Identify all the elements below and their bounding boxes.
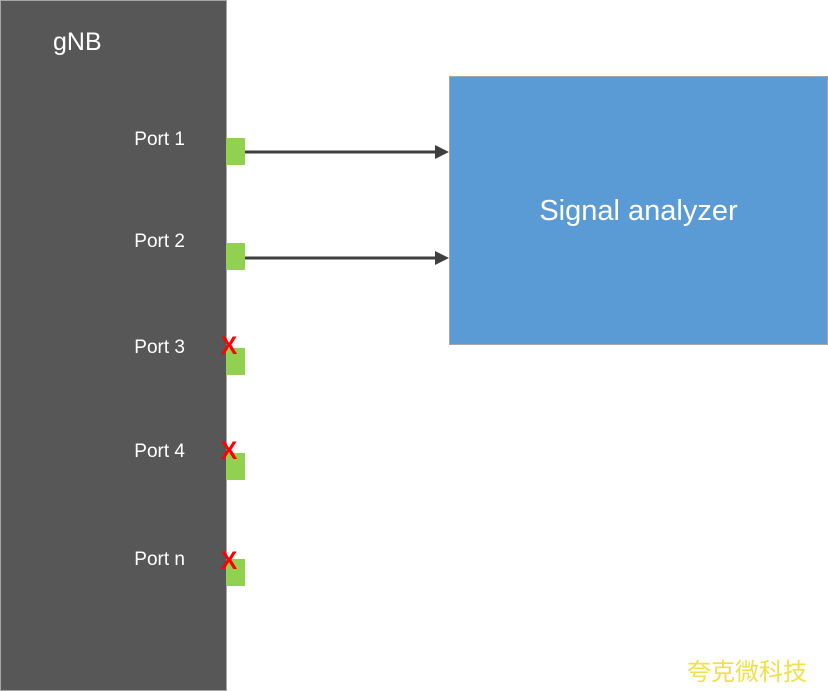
- port-1-connector: [226, 138, 245, 165]
- port-4-label: Port 4: [134, 441, 185, 462]
- watermark-text: 夸克微科技: [687, 659, 807, 686]
- port-3-label: Port 3: [134, 337, 185, 358]
- gnb-title: gNB: [53, 28, 102, 56]
- arrow-port1-to-analyzer: [245, 145, 449, 159]
- arrow-port2-to-analyzer: [245, 251, 449, 265]
- port-3-connector: [226, 348, 245, 375]
- port-n-connector: [226, 559, 245, 586]
- port-3-blocked-x-icon: X: [220, 332, 238, 360]
- port-n-label: Port n: [134, 549, 185, 570]
- port-n-blocked-x-icon: X: [220, 547, 238, 575]
- signal-analyzer-box: Signal analyzer: [449, 76, 828, 345]
- gnb-box: [0, 0, 227, 691]
- signal-analyzer-label: Signal analyzer: [539, 194, 738, 227]
- port-1-label: Port 1: [134, 129, 185, 150]
- port-4-blocked-x-icon: X: [220, 437, 238, 465]
- port-4-connector: [226, 453, 245, 480]
- port-2-label: Port 2: [134, 231, 185, 252]
- port-2-connector: [226, 243, 245, 270]
